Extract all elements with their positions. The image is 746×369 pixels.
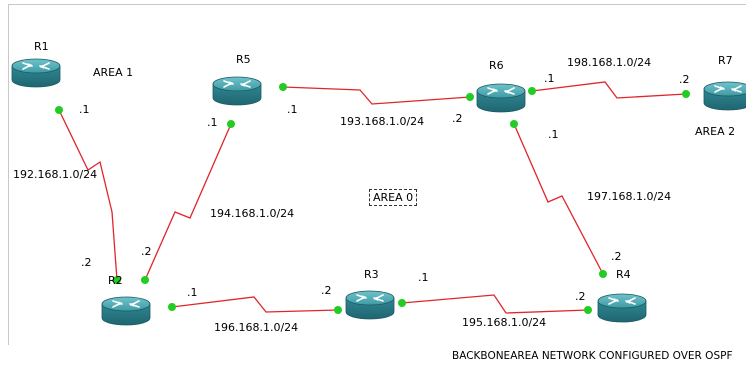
network-label-r5-r6: 193.168.1.0/24 [340,115,425,128]
interface-label: .2 [679,73,690,86]
network-label-r2-r5: 194.168.1.0/24 [210,207,295,220]
router-icon [345,290,395,320]
router-label-r5: R5 [236,53,251,66]
router-icon [476,83,526,113]
link-r2-r3[interactable] [171,296,339,313]
link-r5-r6[interactable] [282,86,471,105]
router-label-r6: R6 [489,59,504,72]
router-label-r2: R2 [108,274,123,287]
link-r1-r2[interactable] [58,109,118,281]
router-r7[interactable] [703,81,746,111]
link-r6-r7[interactable] [531,81,687,99]
area-2-label: AREA 2 [695,125,736,138]
router-label-r1: R1 [34,40,49,53]
port-dot [279,83,287,91]
interface-label: .1 [187,286,198,299]
interface-label: .2 [452,112,463,125]
interface-label: .1 [287,103,298,116]
interface-label: .1 [79,103,90,116]
network-label-r6-r4: 197.168.1.0/24 [587,190,672,203]
router-icon [703,81,746,111]
network-label-r1-r2: 192.168.1.0/24 [13,168,98,181]
port-dot [510,120,518,128]
interface-label: .2 [321,284,332,297]
canvas-frame [8,4,746,345]
port-dot [466,93,474,101]
router-icon [101,296,151,326]
router-label-r4: R4 [616,268,631,281]
port-dot [227,120,235,128]
interface-label: .2 [141,245,152,258]
router-label-r7: R7 [718,54,733,67]
link-r2-r5[interactable] [144,123,232,281]
area-0-label: AREA 0 [369,189,418,206]
interface-label: .2 [611,250,622,263]
interface-label: .2 [81,256,92,269]
router-r2[interactable] [101,296,151,326]
router-icon [11,58,61,88]
port-dot [334,306,342,314]
router-r4[interactable] [597,293,647,323]
diagram-caption: BACKBONEAREA NETWORK CONFIGURED OVER OSP… [452,350,733,362]
router-label-r3: R3 [364,268,379,281]
links-group [58,81,687,314]
router-r5[interactable] [212,76,262,106]
interface-label: .1 [548,128,559,141]
router-r6[interactable] [476,83,526,113]
area-1-label: AREA 1 [93,66,134,79]
port-dot [584,306,592,314]
port-dot [398,299,406,307]
interface-label: .1 [544,72,555,85]
port-dot [141,276,149,284]
port-dot [113,276,121,284]
interface-label: .1 [207,116,218,129]
interface-label: .1 [418,271,429,284]
link-r6-r4[interactable] [513,123,604,275]
port-dot [528,87,536,95]
link-r3-r4[interactable] [401,294,589,314]
port-dot [599,270,607,278]
network-label-r2-r3: 196.168.1.0/24 [214,321,299,334]
interface-label: .2 [575,290,586,303]
router-icon [597,293,647,323]
router-r1[interactable] [11,58,61,88]
router-icon [212,76,262,106]
router-r3[interactable] [345,290,395,320]
port-dot [168,303,176,311]
network-label-r6-r7: 198.168.1.0/24 [567,56,652,69]
port-dot [682,90,690,98]
ports-group [55,83,690,314]
network-label-r3-r4: 195.168.1.0/24 [462,316,547,329]
port-dot [55,106,63,114]
